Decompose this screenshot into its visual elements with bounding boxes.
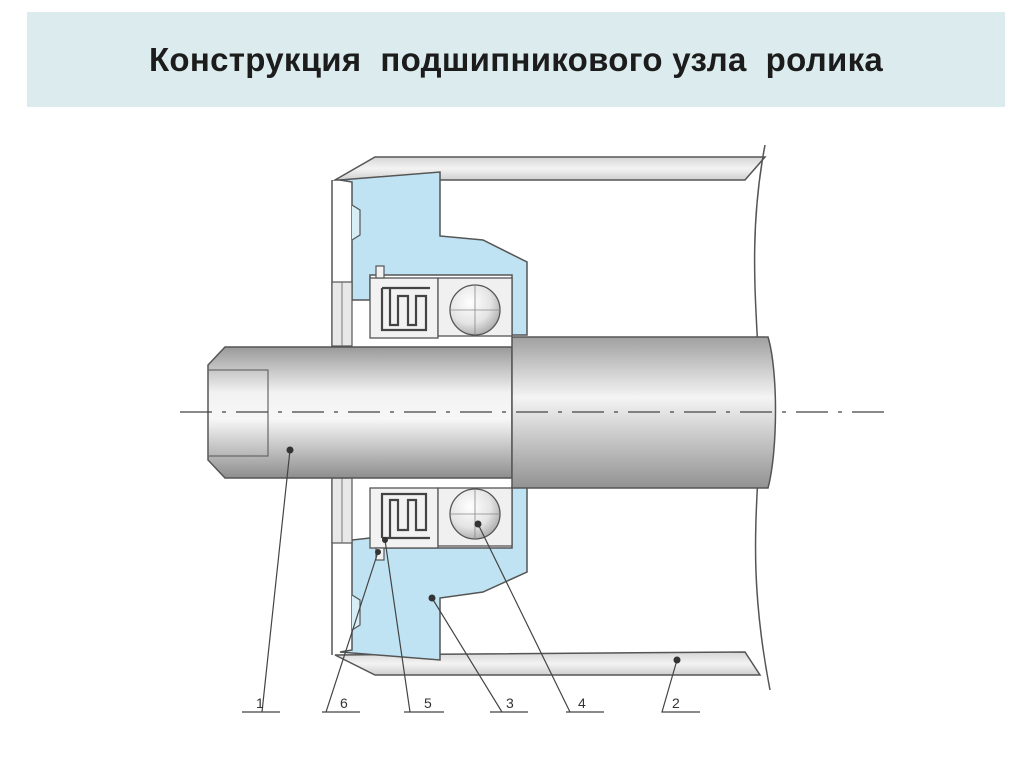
ball-bearing-upper (437, 277, 513, 337)
title-banner: Конструкция подшипникового узла ролика (27, 12, 1005, 107)
callout-label-3: 3 (506, 695, 514, 711)
leader-lines (242, 449, 700, 713)
leader-dots (286, 446, 681, 664)
callout-label-1: 1 (256, 695, 264, 711)
page-title: Конструкция подшипникового узла ролика (148, 40, 884, 78)
cover-plate (331, 281, 353, 544)
callout-label-5: 5 (424, 695, 432, 711)
labyrinth-seal-upper (369, 265, 439, 339)
callout-label-2: 2 (672, 695, 680, 711)
housing-lower (339, 486, 528, 661)
ball-bearing-lower (437, 487, 513, 547)
callout-label-4: 4 (578, 695, 586, 711)
callout-label-6: 6 (340, 695, 348, 711)
